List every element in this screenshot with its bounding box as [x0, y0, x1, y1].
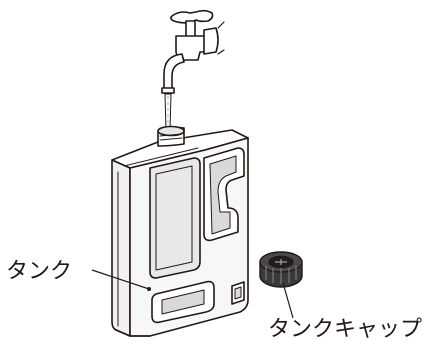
wall-mount	[203, 27, 219, 55]
tank	[111, 125, 249, 337]
faucet-spout	[163, 53, 185, 91]
tank-cap-label: タンクキャップ	[268, 317, 422, 342]
faucet-stem	[185, 20, 196, 38]
tank-leader-dot	[147, 287, 151, 291]
tank-center-panel	[149, 157, 201, 279]
tank-cap-leader-line	[282, 282, 294, 319]
tank-front-face	[111, 159, 131, 337]
faucet-icon	[161, 9, 225, 94]
faucet-handle	[170, 9, 214, 24]
tank-cap-icon	[259, 251, 303, 288]
tank-leader-line	[91, 269, 150, 290]
water-stream	[164, 93, 172, 131]
tank-label: タンク	[6, 259, 72, 284]
